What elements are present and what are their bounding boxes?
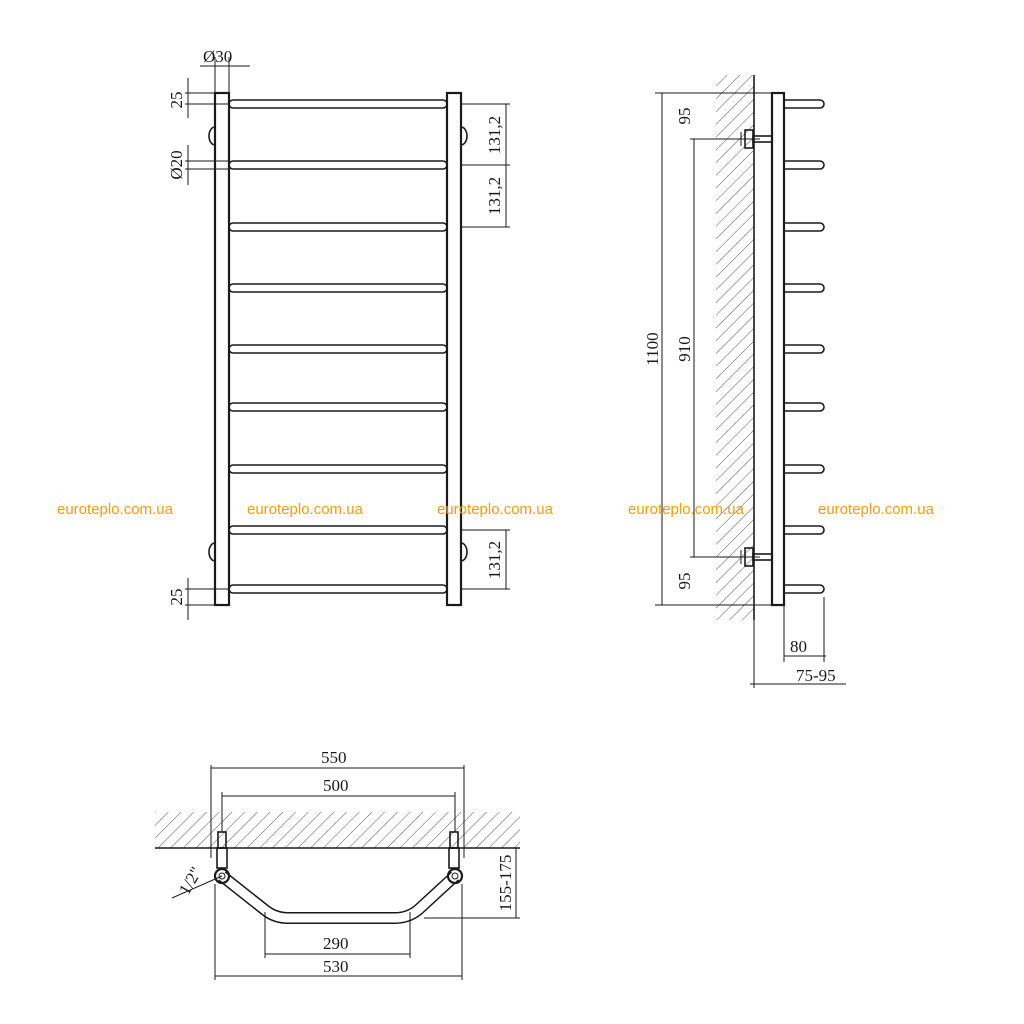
bottom-offset-label: 25 <box>167 589 186 606</box>
rungs <box>228 99 448 594</box>
wall-top-section <box>155 812 520 848</box>
depth-label: 80 <box>790 637 807 656</box>
left-collector-section <box>213 867 231 885</box>
rung <box>228 99 448 109</box>
rung-stubs <box>784 99 825 594</box>
wall-distance-label: 155-175 <box>496 855 515 912</box>
bracket <box>460 126 468 146</box>
top-offset-label: 25 <box>167 92 186 109</box>
watermarks: euroteplo.com.ua euroteplo.com.ua eurote… <box>57 501 935 518</box>
rung-diameter-label: Ø20 <box>167 150 186 179</box>
watermark-text: euroteplo.com.ua <box>818 501 935 518</box>
side-collector <box>770 91 786 607</box>
right-collector-section <box>446 867 464 885</box>
rung <box>228 344 448 354</box>
top-mount-offset-label: 95 <box>675 108 694 125</box>
rung <box>228 283 448 293</box>
pipe-diameter-label: Ø30 <box>203 47 232 66</box>
watermark-text: euroteplo.com.ua <box>628 501 745 518</box>
outer-width-label: 550 <box>321 748 347 767</box>
mount-distance-label: 910 <box>675 336 694 362</box>
spacing-label-3: 131,2 <box>485 541 504 579</box>
spacing-label-1: 131,2 <box>485 116 504 154</box>
bottom-width-label: 530 <box>323 957 349 976</box>
rung <box>228 222 448 232</box>
rung <box>228 402 448 412</box>
watermark-text: euroteplo.com.ua <box>247 501 364 518</box>
side-view: 1100 910 95 95 80 75-95 <box>643 75 846 688</box>
center-distance-label: 500 <box>323 776 349 795</box>
bracket <box>208 542 216 562</box>
watermark-text: euroteplo.com.ua <box>437 501 554 518</box>
height-label: 1100 <box>643 332 662 365</box>
bottom-mount-offset-label: 95 <box>675 573 694 590</box>
front-view: Ø30 25 Ø20 25 131,2 131,2 131,2 <box>167 47 510 620</box>
wall-section <box>716 75 754 620</box>
top-view: 550 500 1/2" 155-175 290 530 <box>155 748 520 980</box>
bracket <box>460 542 468 562</box>
right-collector <box>445 91 463 607</box>
inner-width-label: 290 <box>323 934 349 953</box>
spacing-label-2: 131,2 <box>485 177 504 215</box>
rung <box>228 160 448 170</box>
wall-gap-label: 75-95 <box>796 666 836 685</box>
left-collector <box>213 91 231 607</box>
rung <box>228 525 448 535</box>
bracket <box>208 126 216 146</box>
rung <box>228 584 448 594</box>
watermark-text: euroteplo.com.ua <box>57 501 174 518</box>
thread-label: 1/2" <box>175 864 206 898</box>
rung <box>228 464 448 474</box>
